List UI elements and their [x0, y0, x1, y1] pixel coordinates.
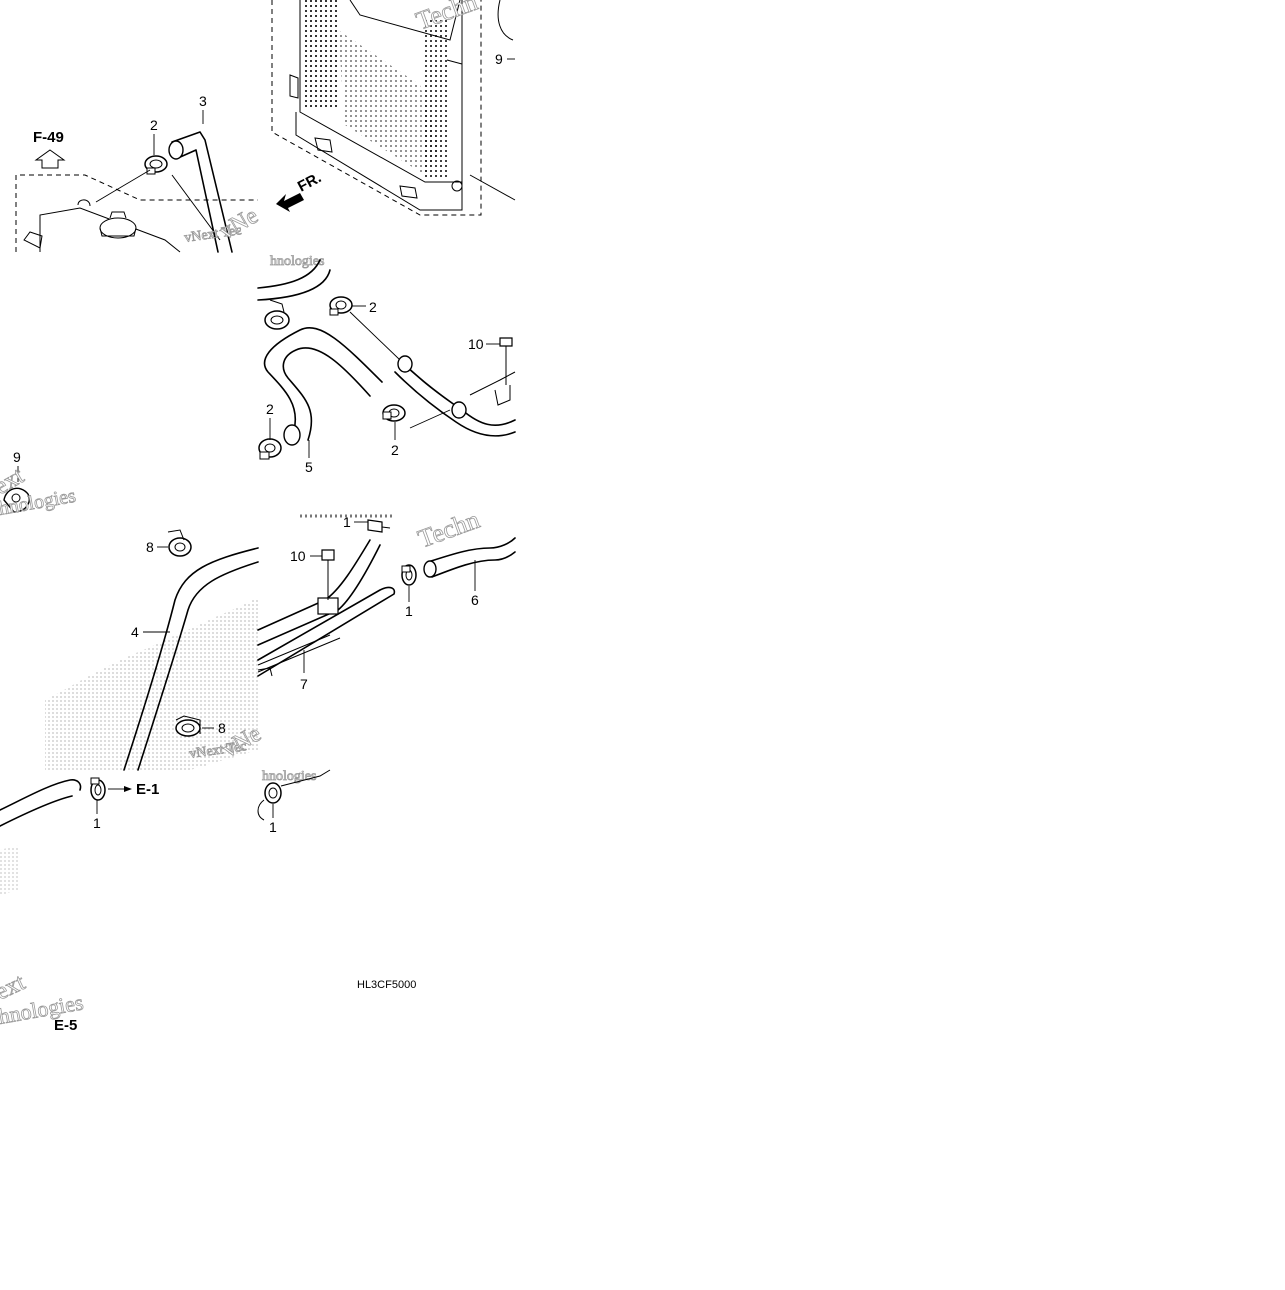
callout-9-top: 9: [495, 51, 503, 67]
pipe-7: [257, 539, 396, 677]
clamp-1-bottom-right: [264, 769, 331, 804]
watermark-hnologies-1: hnologies: [270, 254, 324, 269]
callout-2-lower-mid: 2: [391, 442, 399, 458]
hose-4: [123, 547, 259, 771]
radiator-cap: [99, 211, 137, 239]
ref-e5: E-5: [54, 1017, 77, 1034]
clamp-1-mid: [401, 564, 417, 586]
clamp-2-lower-left: [258, 438, 282, 460]
callout-8-top: 8: [146, 539, 154, 555]
front-direction-arrow: [276, 193, 304, 212]
clamp-8-top: [167, 529, 192, 557]
clamp-8-bottom: [175, 715, 201, 737]
callout-7: 7: [300, 676, 308, 692]
ref-e1: E-1: [136, 781, 159, 798]
watermark-techn-2: Techn: [414, 505, 483, 554]
callout-3: 3: [199, 93, 207, 109]
callout-2-top: 2: [150, 117, 158, 133]
arrow-right-icon: [124, 786, 132, 792]
callout-1-bottom-right: 1: [269, 819, 277, 835]
clamp-1-bottom-left: [90, 777, 106, 801]
radiator-panel: FR. 9: [271, 0, 516, 216]
up-arrow-icon: [34, 149, 66, 169]
hose-3: [168, 131, 233, 253]
callout-1-mid: 1: [405, 603, 413, 619]
item-9-snippet: 9 ext hnologies: [0, 449, 78, 520]
bolt-10-top: [499, 337, 513, 385]
callout-2-mid: 2: [369, 299, 377, 315]
diagram-code: HL3CF5000: [357, 979, 416, 991]
callout-5: 5: [305, 459, 313, 475]
callout-1-bottom-left: 1: [93, 815, 101, 831]
callout-4: 4: [131, 624, 139, 640]
callout-6: 6: [471, 592, 479, 608]
pipe-panel: Techn 1 10 7 1: [257, 504, 516, 835]
hose-bottom-left: [0, 779, 82, 827]
callout-9-left: 9: [13, 449, 21, 465]
clamp-2-mid: [329, 296, 353, 316]
callout-2-lower-left: 2: [266, 401, 274, 417]
hose-5: [263, 327, 383, 446]
front-label: FR.: [295, 169, 324, 195]
clamp-2-top: [144, 155, 168, 175]
bolt-1-top: [367, 519, 391, 533]
hose-6: [423, 537, 516, 578]
mid-hoses-panel: hnologies 5 2 2: [257, 254, 516, 475]
clamp-2-lower-mid: [382, 404, 406, 422]
lower-hose-panel: 4 8 8 vNext Tec vNe 1 E-1: [0, 529, 266, 895]
pipe-right: [394, 355, 516, 437]
ref-f49: F-49: [33, 129, 64, 146]
callout-10-bottom: 10: [290, 548, 306, 564]
callout-10-top: 10: [468, 336, 484, 352]
callout-8-bottom: 8: [218, 720, 226, 736]
callout-1-top: 1: [343, 514, 351, 530]
clamp-mid-left: [264, 299, 290, 330]
upper-hose-panel: F-49 3 2 vNext Tec vNe: [15, 93, 263, 253]
bolt-10-bottom: [321, 549, 335, 600]
watermark-hnologies-3: hnologies: [262, 769, 316, 784]
